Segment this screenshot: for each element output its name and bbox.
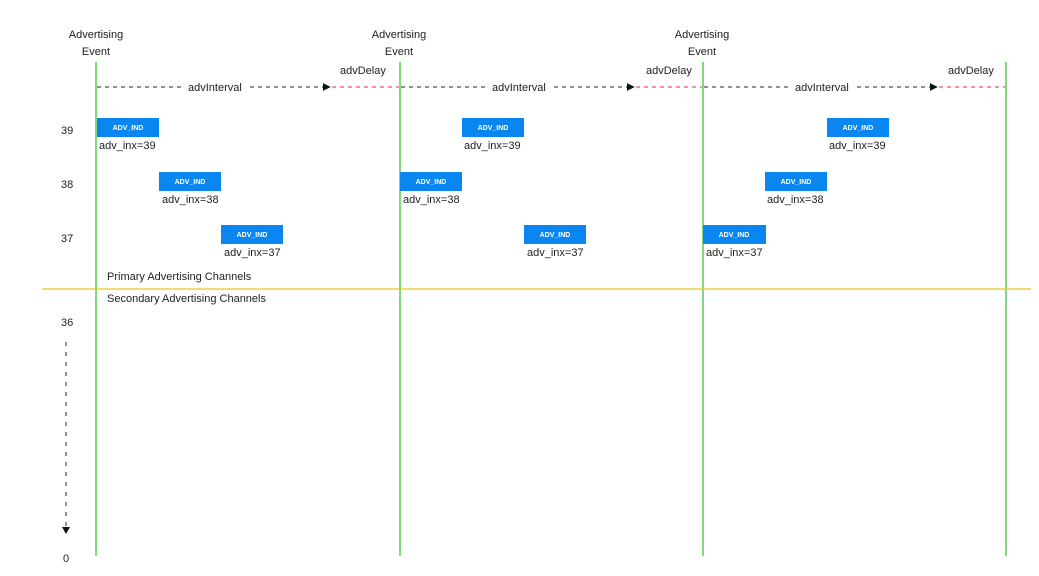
event-label-1: Advertising [69, 29, 123, 41]
channel-label-0: 0 [63, 553, 69, 565]
pdu-box [159, 172, 221, 191]
pdu-box [703, 225, 766, 244]
pdu-set-event-2: ADV_IND adv_inx=39 ADV_IND adv_inx=38 AD… [400, 118, 586, 259]
channel-labels: 39 38 37 36 0 [61, 125, 73, 565]
pdu-label: ADV_IND [781, 179, 812, 186]
interval-label-3: advInterval [795, 82, 849, 94]
pdu-set-event-3: ADV_IND adv_inx=39 ADV_IND adv_inx=38 AD… [703, 118, 889, 259]
pdu-box [221, 225, 283, 244]
pdu-caption: adv_inx=39 [464, 140, 521, 152]
pdu-label: ADV_IND [237, 232, 268, 239]
delay-label-2: advDelay [646, 65, 692, 77]
pdu-caption: adv_inx=37 [706, 247, 763, 259]
pdu-caption: adv_inx=39 [829, 140, 886, 152]
event-labels: Advertising Event Advertising Event Adve… [69, 29, 729, 58]
pdu-caption: adv_inx=37 [527, 247, 584, 259]
pdu-label: ADV_IND [478, 125, 509, 132]
channel-label-38: 38 [61, 179, 73, 191]
delay-label-1: advDelay [340, 65, 386, 77]
secondary-range-arrowhead-icon [62, 527, 70, 534]
pdu-label: ADV_IND [416, 179, 447, 186]
pdu-caption: adv_inx=39 [99, 140, 156, 152]
channel-label-37: 37 [61, 233, 73, 245]
channel-label-39: 39 [61, 125, 73, 137]
event-label-2: Advertising [372, 29, 426, 41]
event-label-3-sub: Event [688, 46, 716, 58]
pdu-label: ADV_IND [719, 232, 750, 239]
timing-row: advInterval advDelay advInterval advDela… [97, 65, 1005, 94]
secondary-region-label: Secondary Advertising Channels [107, 293, 266, 305]
event-lines [95, 62, 1007, 556]
pdu-caption: adv_inx=38 [403, 194, 460, 206]
pdu-set-event-1: ADV_IND adv_inx=39 ADV_IND adv_inx=38 AD… [97, 118, 283, 259]
pdu-caption: adv_inx=38 [162, 194, 219, 206]
pdu-box [524, 225, 586, 244]
pdu-box [400, 172, 462, 191]
interval-label-2: advInterval [492, 82, 546, 94]
event-label-3: Advertising [675, 29, 729, 41]
pdu-label: ADV_IND [175, 179, 206, 186]
pdu-box [97, 118, 159, 137]
channel-label-36: 36 [61, 317, 73, 329]
pdu-caption: adv_inx=37 [224, 247, 281, 259]
event-label-1-sub: Event [82, 46, 110, 58]
event-label-2-sub: Event [385, 46, 413, 58]
delay-label-3: advDelay [948, 65, 994, 77]
interval-label-1: advInterval [188, 82, 242, 94]
pdu-box [765, 172, 827, 191]
pdu-label: ADV_IND [540, 232, 571, 239]
pdu-box [827, 118, 889, 137]
primary-region-label: Primary Advertising Channels [107, 271, 252, 283]
pdu-label: ADV_IND [113, 125, 144, 132]
pdu-box [462, 118, 524, 137]
pdu-label: ADV_IND [843, 125, 874, 132]
pdu-caption: adv_inx=38 [767, 194, 824, 206]
